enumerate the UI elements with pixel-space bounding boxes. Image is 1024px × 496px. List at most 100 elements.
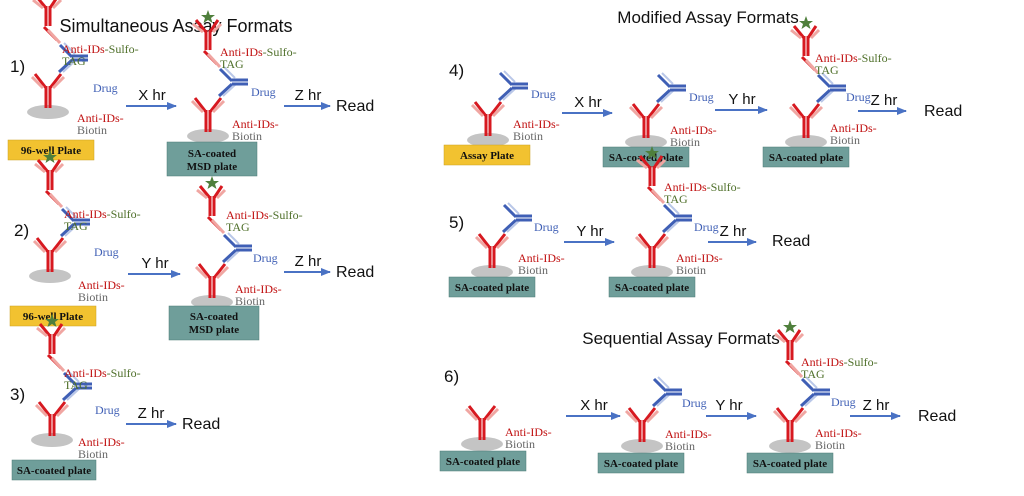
x-hr-label: X hr bbox=[580, 397, 608, 414]
label-group-4a: Drug Anti-IDs- Biotin bbox=[513, 87, 560, 143]
label-group-2b: Anti-IDs-Sulfo- TAG Drug Anti-IDs- Bioti… bbox=[226, 208, 303, 308]
tag-label: TAG bbox=[801, 367, 825, 381]
z-hr-label: Z hr bbox=[720, 223, 747, 240]
plate-label: SA-coated plate bbox=[615, 282, 689, 294]
x-hr-label: X hr bbox=[138, 87, 166, 104]
section-title-simultaneous: Simultaneous Assay Formats bbox=[59, 16, 292, 36]
plate-label-line2: MSD plate bbox=[189, 324, 240, 336]
biotin-label-1: Anti-IDs- bbox=[77, 111, 124, 125]
plate-sa-5b: SA-coated plate bbox=[608, 276, 696, 298]
section-title-modified: Modified Assay Formats bbox=[617, 8, 798, 27]
drug-label: Drug bbox=[94, 245, 119, 259]
drug-label: Drug bbox=[694, 220, 719, 234]
label-group-1b: Anti-IDs-Sulfo- TAG Drug Anti-IDs- Bioti… bbox=[220, 45, 297, 143]
sulfo-tag-label: Anti-IDs-Sulfo- bbox=[220, 45, 297, 59]
drug-label: Drug bbox=[689, 90, 714, 104]
plate-label: SA-coated plate bbox=[17, 465, 91, 477]
section-title-sequential: Sequential Assay Formats bbox=[582, 329, 779, 348]
drug-label: Drug bbox=[253, 251, 278, 265]
biotin-label-2: Biotin bbox=[513, 129, 543, 143]
biotin-label-2: Biotin bbox=[676, 263, 706, 277]
plate-label-line1: SA-coated bbox=[188, 148, 236, 160]
biotin-label-2: Biotin bbox=[78, 290, 108, 304]
biotin-label-2: Biotin bbox=[815, 438, 845, 452]
step-number-4: 4) bbox=[449, 61, 464, 80]
read-label: Read bbox=[336, 264, 374, 281]
tag-label: TAG bbox=[64, 219, 88, 233]
biotin-label-1: Anti-IDs- bbox=[518, 251, 565, 265]
y-hr-label: Y hr bbox=[141, 255, 168, 272]
arrow-z-hr-6: Z hr bbox=[850, 397, 901, 420]
arrow-z-hr-1: Z hr bbox=[284, 87, 331, 110]
y-hr-label: Y hr bbox=[728, 91, 755, 108]
arrow-y-hr-6: Y hr bbox=[706, 397, 757, 420]
plate-assay-4: Assay Plate bbox=[443, 144, 531, 166]
sulfo-tag-label: Anti-IDs-Sulfo- bbox=[664, 180, 741, 194]
biotin-label-1: Anti-IDs- bbox=[830, 121, 877, 135]
arrow-x-hr-4: X hr bbox=[562, 94, 613, 117]
drug-label: Drug bbox=[95, 403, 120, 417]
z-hr-label: Z hr bbox=[295, 253, 322, 270]
z-hr-label: Z hr bbox=[871, 92, 898, 109]
plate-label: 96-well Plate bbox=[21, 145, 81, 157]
biotin-label-1: Anti-IDs- bbox=[513, 117, 560, 131]
arrow-z-hr-4: Z hr bbox=[858, 92, 907, 115]
plate-label: SA-coated plate bbox=[455, 282, 529, 294]
biotin-label-1: Anti-IDs- bbox=[665, 427, 712, 441]
plate-label: SA-coated plate bbox=[604, 458, 678, 470]
plate-sa-3: SA-coated plate bbox=[11, 459, 97, 481]
tag-label: TAG bbox=[815, 63, 839, 77]
label-group-6a: Anti-IDs- Biotin bbox=[505, 425, 552, 451]
label-group-2a: Anti-IDs-Sulfo- TAG Drug Anti-IDs- Bioti… bbox=[64, 207, 141, 304]
plate-label: SA-coated plate bbox=[446, 456, 520, 468]
sulfo-tag-label: Anti-IDs-Sulfo- bbox=[226, 208, 303, 222]
biotin-label-2: Biotin bbox=[232, 129, 262, 143]
biotin-label-1: Anti-IDs- bbox=[505, 425, 552, 439]
stack-6a bbox=[461, 404, 503, 451]
plate-msd-1: SA-coated MSD plate bbox=[166, 141, 258, 177]
step-number-2: 2) bbox=[14, 221, 29, 240]
y-hr-label: Y hr bbox=[715, 397, 742, 414]
arrow-y-hr-4: Y hr bbox=[715, 91, 768, 114]
plate-label: SA-coated plate bbox=[753, 458, 827, 470]
label-group-6c: Anti-IDs-Sulfo- TAG Drug Anti-IDs- Bioti… bbox=[801, 355, 878, 452]
arrow-z-hr-2: Z hr bbox=[284, 253, 331, 276]
plate-sa-5a: SA-coated plate bbox=[448, 276, 536, 298]
biotin-label-2: Biotin bbox=[77, 123, 107, 137]
step-number-3: 3) bbox=[10, 385, 25, 404]
plate-sa-6b: SA-coated plate bbox=[597, 452, 685, 474]
arrow-z-hr-5: Z hr bbox=[708, 223, 757, 246]
read-label: Read bbox=[918, 408, 956, 425]
label-group-6b: Drug Anti-IDs- Biotin bbox=[665, 396, 712, 453]
step-number-5: 5) bbox=[449, 213, 464, 232]
arrow-x-hr-6: X hr bbox=[566, 397, 621, 420]
sulfo-tag-label: Anti-IDs-Sulfo- bbox=[64, 366, 141, 380]
biotin-label-2: Biotin bbox=[78, 447, 108, 461]
arrow-y-hr-5: Y hr bbox=[564, 223, 615, 246]
biotin-label-1: Anti-IDs- bbox=[670, 123, 717, 137]
drug-label: Drug bbox=[93, 81, 118, 95]
biotin-label-2: Biotin bbox=[235, 294, 265, 308]
biotin-label-1: Anti-IDs- bbox=[676, 251, 723, 265]
drug-label: Drug bbox=[846, 90, 871, 104]
sulfo-tag-label: Anti-IDs-Sulfo- bbox=[801, 355, 878, 369]
z-hr-label: Z hr bbox=[295, 87, 322, 104]
plate-sa-6a: SA-coated plate bbox=[439, 450, 527, 472]
plate-sa-6c: SA-coated plate bbox=[746, 452, 834, 474]
read-label: Read bbox=[924, 103, 962, 120]
drug-label: Drug bbox=[534, 220, 559, 234]
z-hr-label: Z hr bbox=[863, 397, 890, 414]
tag-label: TAG bbox=[62, 54, 86, 68]
biotin-label-2: Biotin bbox=[505, 437, 535, 451]
label-group-4c: Anti-IDs-Sulfo- TAG Drug Anti-IDs- Bioti… bbox=[815, 51, 892, 147]
plate-label-line1: SA-coated bbox=[190, 311, 238, 323]
drug-label: Drug bbox=[682, 396, 707, 410]
biotin-label-2: Biotin bbox=[830, 133, 860, 147]
plate-label: Assay Plate bbox=[460, 150, 514, 162]
arrow-z-hr-3: Z hr bbox=[126, 405, 177, 428]
label-group-3: Anti-IDs-Sulfo- TAG Drug Anti-IDs- Bioti… bbox=[64, 366, 141, 461]
biotin-label-1: Anti-IDs- bbox=[815, 426, 862, 440]
label-group-4b: Drug Anti-IDs- Biotin bbox=[670, 90, 717, 149]
label-group-5b: Anti-IDs-Sulfo- TAG Drug Anti-IDs- Bioti… bbox=[664, 180, 741, 277]
biotin-label-1: Anti-IDs- bbox=[78, 278, 125, 292]
